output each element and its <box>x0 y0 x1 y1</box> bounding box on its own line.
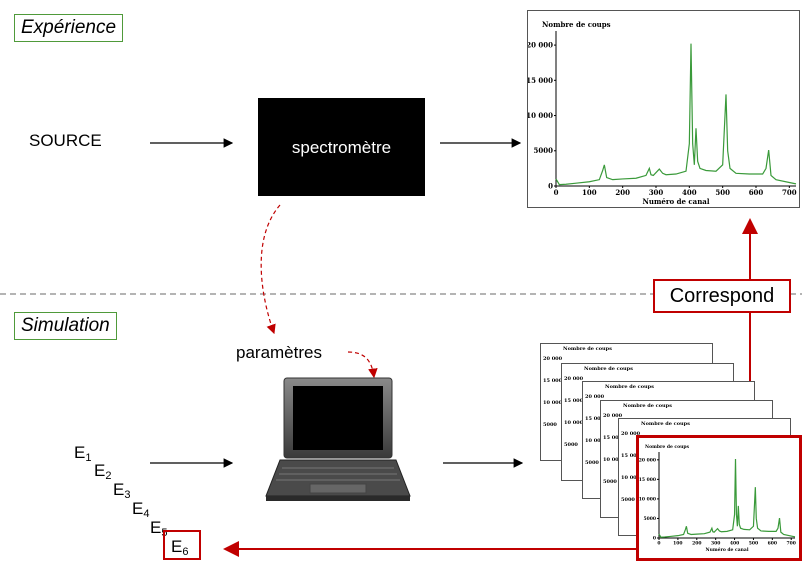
simulated-spectrum-tick: 20 000 <box>603 413 623 419</box>
x-tick-label: 600 <box>749 188 764 197</box>
y-tick-label: 20 000 <box>639 457 656 463</box>
x-tick-label: 100 <box>582 188 597 197</box>
simulated-spectrum-tick: 15 000 <box>564 398 584 404</box>
x-tick-label: 500 <box>715 188 730 197</box>
simulated-spectrum-tick: 20 000 <box>564 376 584 382</box>
y-tick-label: 20 000 <box>528 41 553 50</box>
y-tick-label: 0 <box>548 181 553 190</box>
arrow-parameters-dashed <box>260 204 281 335</box>
x-axis-label: Numéro de canal <box>642 197 709 206</box>
spectrum-series-line <box>555 43 797 186</box>
y-tick-label: 5000 <box>534 146 554 155</box>
simulated-spectrum-tick: 10 000 <box>603 457 623 463</box>
parameters-label: paramètres <box>236 343 322 362</box>
laptop-icon <box>265 377 411 501</box>
simulated-spectrum-tick: 5000 <box>564 442 578 448</box>
x-tick-label: 400 <box>682 188 697 197</box>
simulated-spectrum-tick: 10 000 <box>585 438 605 444</box>
simulated-spectrum-tick: 20 000 <box>543 356 563 362</box>
simulated-spectrum-tick: 15 000 <box>543 378 563 384</box>
spectrum-series-line <box>658 459 796 538</box>
energy-e6-highlight <box>163 530 201 560</box>
arrow-parameters-to-computer-dashed <box>347 351 378 379</box>
energy-e4: E4 <box>132 499 150 520</box>
y-tick-label: 15 000 <box>528 76 553 85</box>
simulated-spectrum-tick: 15 000 <box>585 416 605 422</box>
correspond-box: Correspond <box>653 279 791 313</box>
x-tick-label: 0 <box>657 541 660 547</box>
y-tick-label: 10 000 <box>528 111 553 120</box>
simulated-spectrum-title: Nombre de coups <box>563 346 612 352</box>
spectrometer-box: spectromètre <box>258 98 425 196</box>
x-tick-label: 200 <box>615 188 630 197</box>
x-tick-label: 500 <box>749 541 758 547</box>
spectrometer-label: spectromètre <box>291 138 392 157</box>
simulated-spectrum-tick: 10 000 <box>621 475 641 481</box>
simulated-spectrum-tick: 5000 <box>585 460 599 466</box>
simulated-spectrum-tick: 10 000 <box>564 420 584 426</box>
x-tick-label: 700 <box>787 541 796 547</box>
x-tick-label: 600 <box>768 541 777 547</box>
energy-e1: E1 <box>74 443 92 464</box>
section-divider <box>0 293 802 295</box>
simulated-spectrum-tick: 5000 <box>621 497 635 503</box>
x-tick-label: 200 <box>692 541 701 547</box>
y-tick-label: 15 000 <box>639 477 656 483</box>
y-tick-label: 0 <box>653 536 656 542</box>
simulated-spectrum-title: Nombre de coups <box>623 403 672 409</box>
simulated-spectrum-tick: 20 000 <box>621 431 641 437</box>
simulated-spectrum-tick: 20 000 <box>585 394 605 400</box>
x-axis-label: Numéro de canal <box>705 546 748 553</box>
chart-title: Nombre de coups <box>542 20 611 29</box>
x-tick-label: 400 <box>730 541 739 547</box>
simulated-spectrum-title: Nombre de coups <box>584 366 633 372</box>
source-label: SOURCE <box>29 131 102 150</box>
experimental-spectrum-chart: Nombre de coups 20 000 15 000 10 000 5000 00 1… <box>528 20 797 206</box>
simulated-spectrum-tick: 5000 <box>543 422 557 428</box>
x-tick-label: 700 <box>782 188 797 197</box>
simulated-spectrum-title: Nombre de coups <box>641 421 690 427</box>
energy-e6: E6 <box>171 537 189 558</box>
x-tick-label: 0 <box>554 188 559 197</box>
simulated-spectrum-tick: 15 000 <box>603 435 623 441</box>
x-tick-label: 100 <box>673 541 682 547</box>
x-tick-label: 300 <box>711 541 720 547</box>
experience-section-label: Expérience <box>14 14 124 42</box>
best-match-spectrum-chart: Nombre de coups 20 000 15 000 10 000 5000 00 1… <box>639 444 796 553</box>
simulation-section-label: Simulation <box>14 312 117 340</box>
simulated-spectrum-tick: 10 000 <box>543 400 563 406</box>
chart-title: Nombre de coups <box>645 444 690 450</box>
energy-e2: E2 <box>94 461 112 482</box>
simulated-spectrum-title: Nombre de coups <box>605 384 654 390</box>
energy-e3: E3 <box>113 480 131 501</box>
simulated-spectrum-tick: 15 000 <box>621 453 641 459</box>
x-tick-label: 300 <box>649 188 664 197</box>
y-tick-label: 10 000 <box>639 496 656 502</box>
y-tick-label: 5000 <box>643 516 656 522</box>
simulated-spectrum-tick: 5000 <box>603 479 617 485</box>
